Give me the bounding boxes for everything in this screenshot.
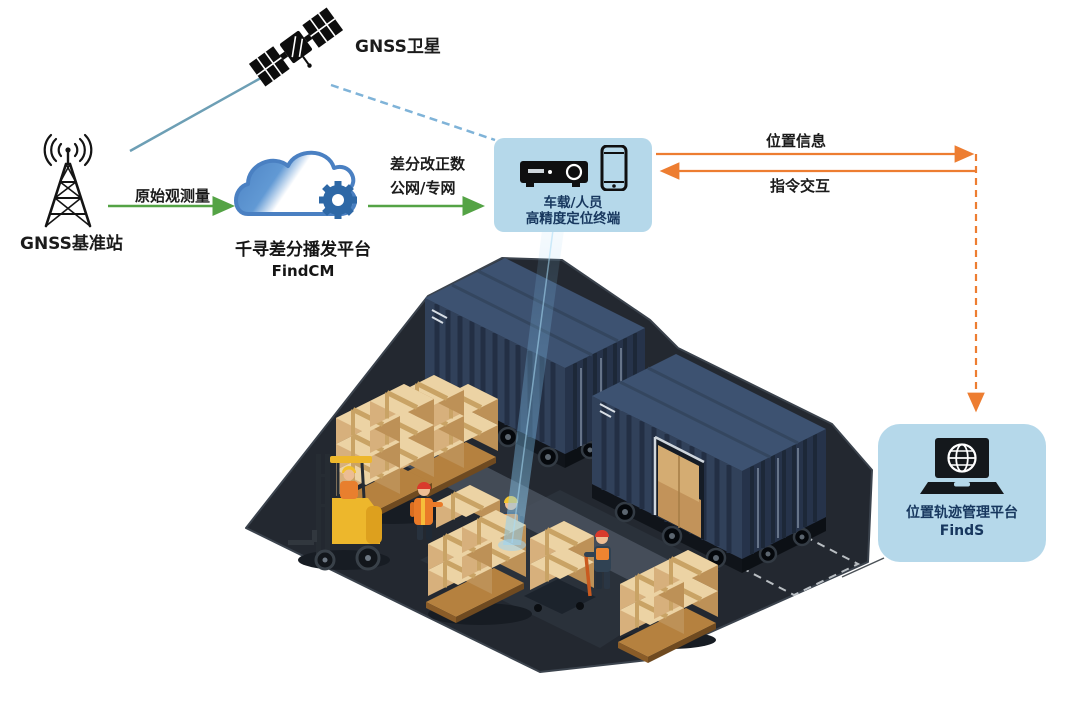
- satellite-icon: [248, 7, 344, 87]
- smartphone-icon: [600, 145, 628, 191]
- finds-label-line2: FindS: [939, 523, 985, 539]
- worker-3: [584, 530, 611, 589]
- corrections-label: 差分改正数 公网/专网: [390, 152, 465, 200]
- cloud-icon: [234, 150, 357, 219]
- base-station-tower-icon: [43, 133, 93, 228]
- command-interaction-label: 指令交互: [770, 177, 831, 195]
- link-satellite-basestation: [129, 72, 269, 153]
- diagram-connections: [108, 72, 985, 578]
- finds-label-line1: 位置轨迹管理平台: [906, 505, 1018, 521]
- gear-icon: [319, 181, 357, 219]
- link-satellite-terminal: [330, 83, 496, 142]
- cloud-platform-label-line2: FindCM: [271, 262, 335, 280]
- terminal-label-line2: 高精度定位终端: [525, 211, 621, 227]
- positioning-beam: [498, 229, 564, 551]
- corrections-label-line2: 公网/专网: [390, 179, 456, 197]
- terminal-label-line1: 车载/人员: [543, 195, 603, 211]
- corrections-label-line1: 差分改正数: [390, 155, 466, 173]
- raw-observation-label: 原始观测量: [135, 187, 211, 205]
- base-station-label: GNSS基准站: [20, 234, 123, 254]
- link-finds-to-scene: [841, 557, 885, 578]
- finds-callout: 位置轨迹管理平台 FindS: [878, 424, 1046, 562]
- walkway-strip: [398, 442, 700, 596]
- worker-1: [410, 482, 443, 540]
- terminal-icons: [518, 145, 628, 191]
- warehouse-scene: [245, 257, 873, 673]
- cloud-platform-label-line1: 千寻差分播发平台: [235, 240, 371, 260]
- satellite-label: GNSS卫星: [355, 37, 441, 57]
- cloud-platform-label: 千寻差分播发平台 FindCM: [211, 239, 395, 281]
- container-door-open: [653, 435, 705, 540]
- position-info-label: 位置信息: [766, 132, 827, 150]
- globe-icon: [947, 443, 977, 473]
- receiver-icon: [520, 161, 588, 187]
- container-2: [592, 354, 826, 573]
- pallet-jack: [524, 521, 596, 614]
- terminal-callout: 车载/人员 高精度定位终端: [494, 138, 652, 232]
- laptop-globe-icon: [920, 438, 1004, 494]
- forklift: [288, 454, 382, 571]
